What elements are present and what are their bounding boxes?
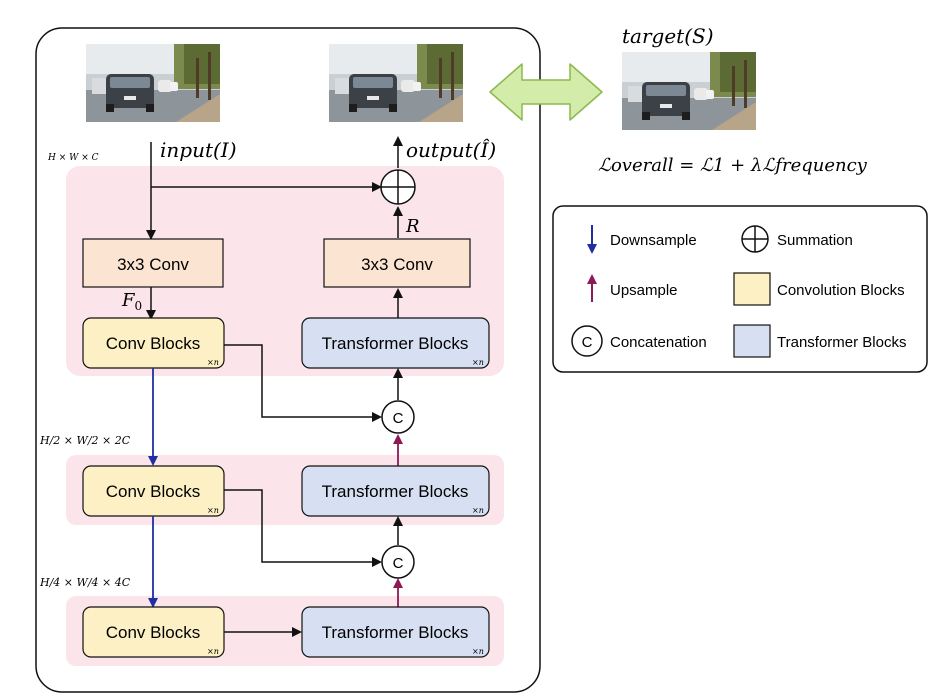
model-frame <box>35 27 541 693</box>
conv3x3-input-label: 3x3 Conv <box>117 255 189 274</box>
double-arrow-icon <box>489 63 603 121</box>
legend-summation: Summation <box>777 232 853 249</box>
conv3x3-output-box <box>323 238 471 288</box>
svg-text:C: C <box>393 410 404 427</box>
target-label: target(S) <box>622 24 714 48</box>
loss-formula: ℒoverall = ℒ1 + λℒfrequency <box>598 155 868 176</box>
xn-label: ×n <box>472 647 484 656</box>
xn-label: ×n <box>207 647 219 656</box>
conv-blocks-level-2-label: Conv Blocks <box>106 482 200 501</box>
summation-icon <box>741 225 769 253</box>
conv-blocks-level-1-label: Conv Blocks <box>106 334 200 353</box>
concat-icon: C <box>381 400 415 434</box>
skip-connection-2 <box>224 489 382 567</box>
legend-downsample: Downsample <box>610 232 697 249</box>
legend-concatenation: Concatenation <box>610 334 707 351</box>
transformer-blocks-level-3-label: Transformer Blocks <box>322 623 469 642</box>
legend: Downsample Summation Upsample Convolutio… <box>552 205 928 373</box>
legend-convolution-blocks: Convolution Blocks <box>777 282 905 299</box>
xn-label: ×n <box>207 506 219 515</box>
output-label: output(Î) <box>406 138 496 162</box>
conv3x3-input-box <box>82 238 224 288</box>
concat-icon: C <box>571 325 603 357</box>
skip-connection-1 <box>224 344 382 422</box>
conv-blocks-level-3-label: Conv Blocks <box>106 623 200 642</box>
conv3x3-output-label: 3x3 Conv <box>361 255 433 274</box>
output-image <box>329 44 463 122</box>
dim-label-1: H × W × C <box>47 153 99 163</box>
legend-upsample: Upsample <box>610 282 678 299</box>
dim-label-3: H/4 × W/4 × 4C <box>39 576 131 589</box>
transformer-blocks-level-2-label: Transformer Blocks <box>322 482 469 501</box>
input-image <box>86 44 220 122</box>
transformer-blocks-level-1-label: Transformer Blocks <box>322 334 469 353</box>
input-label: input(I) <box>160 138 237 162</box>
target-image <box>622 52 756 130</box>
xn-label: ×n <box>472 506 484 515</box>
xn-label: ×n <box>472 358 484 367</box>
transformer-blocks-level-3 <box>301 606 490 658</box>
summation-icon <box>380 169 416 205</box>
xn-label: ×n <box>207 358 219 367</box>
legend-transformer-blocks: Transformer Blocks <box>777 334 906 351</box>
r-label: R <box>405 216 420 237</box>
svg-text:C: C <box>582 334 593 351</box>
transformer-swatch <box>733 324 771 358</box>
svg-text:C: C <box>393 555 404 572</box>
f0-label: F0 <box>121 290 142 313</box>
dim-label-2: H/2 × W/2 × 2C <box>39 434 131 447</box>
concat-icon: C <box>381 545 415 579</box>
convolution-swatch <box>733 272 771 306</box>
